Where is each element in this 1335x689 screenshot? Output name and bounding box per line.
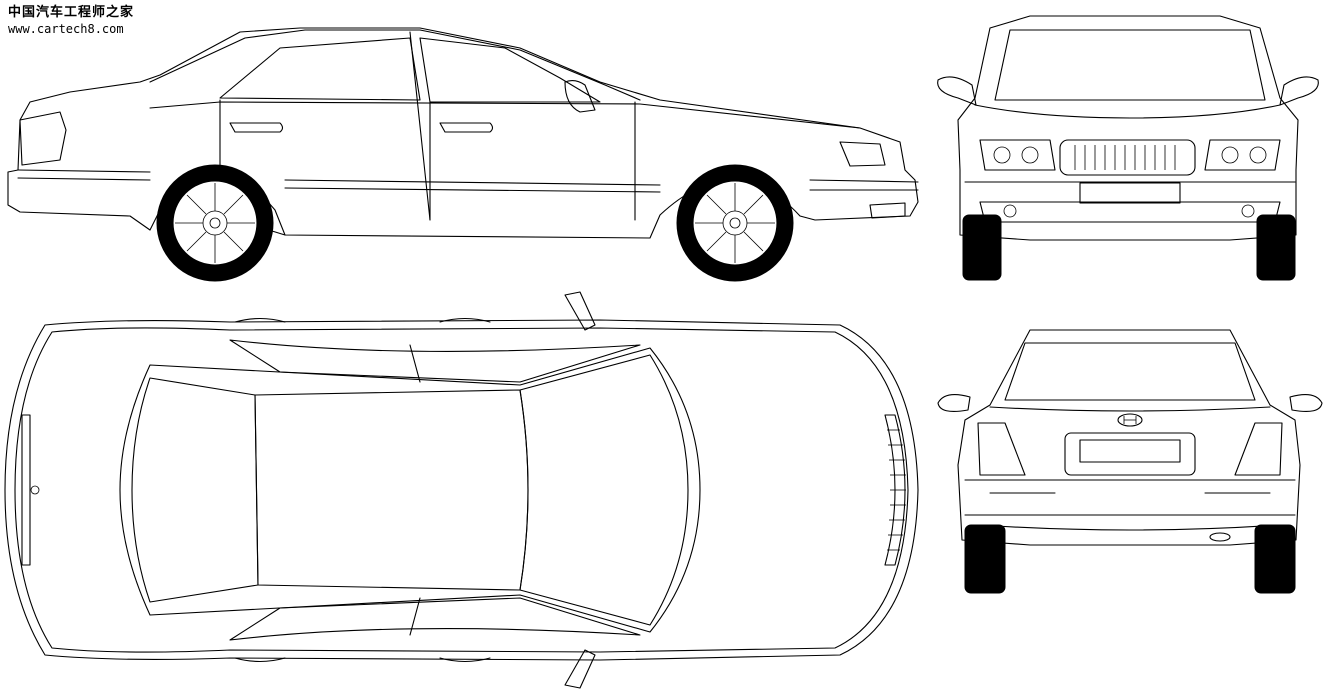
car-top-view	[4, 291, 919, 689]
car-front-view	[937, 15, 1319, 281]
car-side-view	[7, 27, 919, 282]
watermark-url: www.cartech8.com	[8, 21, 124, 36]
car-rear-view	[937, 329, 1323, 594]
hyundai-logo-icon	[1117, 413, 1143, 427]
rear-wheel	[156, 164, 274, 282]
watermark-site-name: 中国汽车工程师之家	[8, 5, 135, 20]
front-wheel	[676, 164, 794, 282]
watermark: 中国汽车工程师之家 www.cartech8.com	[8, 5, 135, 37]
